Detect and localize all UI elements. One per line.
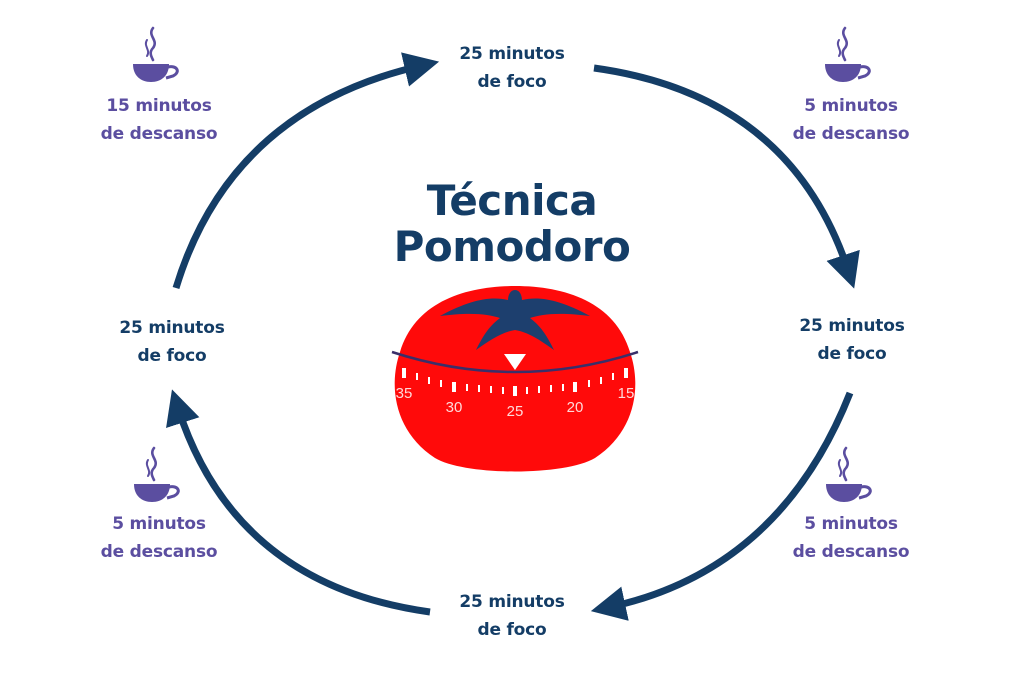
arrow-left-to-top <box>172 52 440 290</box>
tomato-timer-icon: 35 30 25 20 15 <box>391 286 639 472</box>
dial-35: 35 <box>396 385 413 402</box>
coffee-cup-icon <box>826 446 872 502</box>
step-focus-top: 25 minutos de foco <box>459 44 565 92</box>
dial-15: 15 <box>618 385 635 402</box>
step-rest-top-right: 5 minutos de descanso <box>792 96 910 144</box>
step-focus-right: 25 minutos de foco <box>799 316 905 364</box>
leaves-icon <box>440 290 590 350</box>
step-rest-bottom-left: 5 minutos de descanso <box>100 514 218 562</box>
arrow-bottom-to-left <box>166 389 431 616</box>
step-focus-bottom: 25 minutos de foco <box>459 592 565 640</box>
dial-30: 30 <box>446 399 463 416</box>
title-line-2: Pomodoro <box>393 222 631 271</box>
dial-25: 25 <box>507 403 524 420</box>
arrow-top-to-right <box>593 64 860 289</box>
coffee-cup-icon <box>825 26 871 82</box>
coffee-cup-icon <box>134 446 180 502</box>
page-title: Técnica Pomodoro <box>352 178 672 270</box>
title-line-1: Técnica <box>426 176 598 225</box>
pointer-icon <box>504 354 526 370</box>
step-rest-top-left: 15 minutos de descanso <box>100 96 218 144</box>
step-rest-bottom-right: 5 minutos de descanso <box>792 514 910 562</box>
dial-20: 20 <box>567 399 584 416</box>
coffee-cup-icon <box>133 26 179 82</box>
step-focus-left: 25 minutos de foco <box>119 318 225 366</box>
arrow-right-to-bottom <box>590 391 854 621</box>
